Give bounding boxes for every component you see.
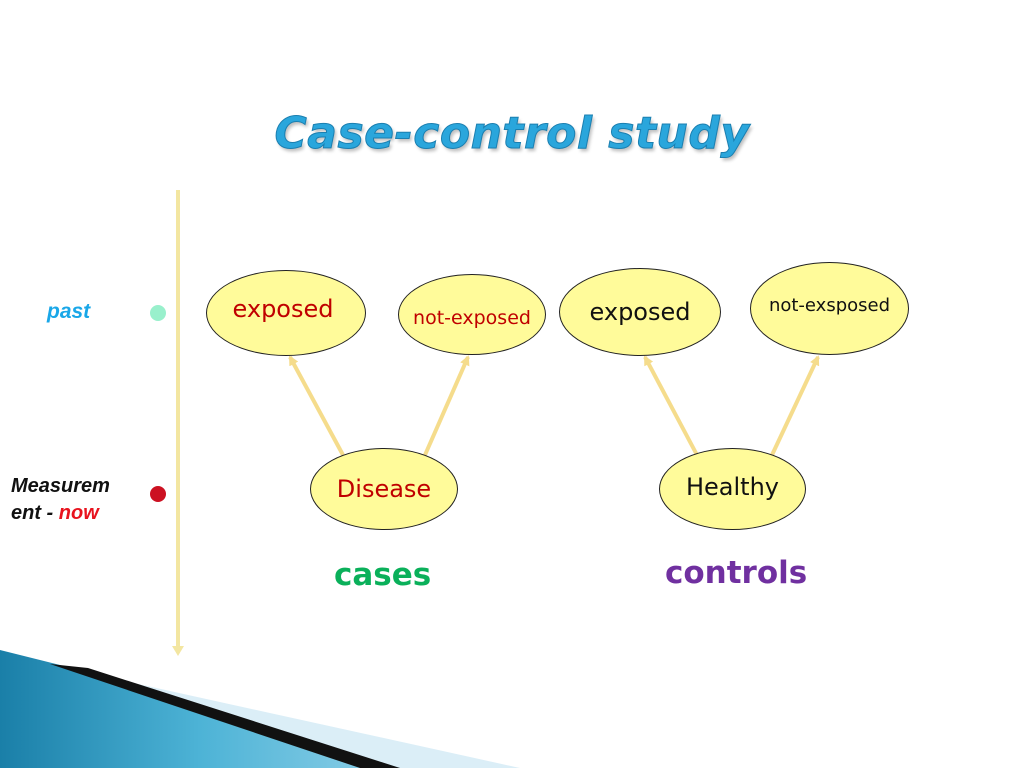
- measurement-label-line2: ent -: [11, 502, 59, 524]
- arrow-healthy-to-exposed: [643, 355, 699, 456]
- now-label: now: [58, 502, 99, 524]
- cases-not-exposed-node: not-exposed: [398, 274, 546, 355]
- disease-node: Disease: [310, 448, 458, 530]
- disease-label: Disease: [336, 475, 432, 503]
- controls-exposed-label: exposed: [589, 298, 691, 326]
- healthy-node: Healthy: [659, 448, 806, 530]
- controls-not-exposed-label: not-exsposed: [768, 294, 891, 316]
- arrow-healthy-to-not-exposed: [770, 355, 820, 456]
- footer-dark-stripe: [50, 664, 400, 768]
- slide-title: Case-control study: [274, 108, 750, 160]
- now-marker: [150, 486, 166, 502]
- timeline-arrowhead: [172, 646, 184, 656]
- controls-not-exposed-node: not-exsposed: [750, 262, 909, 355]
- healthy-label: Healthy: [685, 472, 779, 501]
- measurement-label: Measurem ent - now: [11, 473, 110, 527]
- cases-group-label: cases: [334, 557, 432, 593]
- timeline-axis: [176, 190, 180, 648]
- past-label: past: [47, 300, 91, 323]
- controls-group-label: controls: [665, 555, 808, 591]
- cases-exposed-label: exposed: [232, 295, 334, 323]
- past-marker: [150, 305, 166, 321]
- measurement-label-line1: Measurem: [11, 475, 110, 497]
- controls-exposed-node: exposed: [559, 268, 721, 356]
- arrow-disease-to-not-exposed: [423, 355, 470, 456]
- cases-not-exposed-label: not-exposed: [413, 307, 531, 329]
- arrow-disease-to-exposed: [288, 355, 345, 456]
- cases-exposed-node: exposed: [206, 270, 366, 356]
